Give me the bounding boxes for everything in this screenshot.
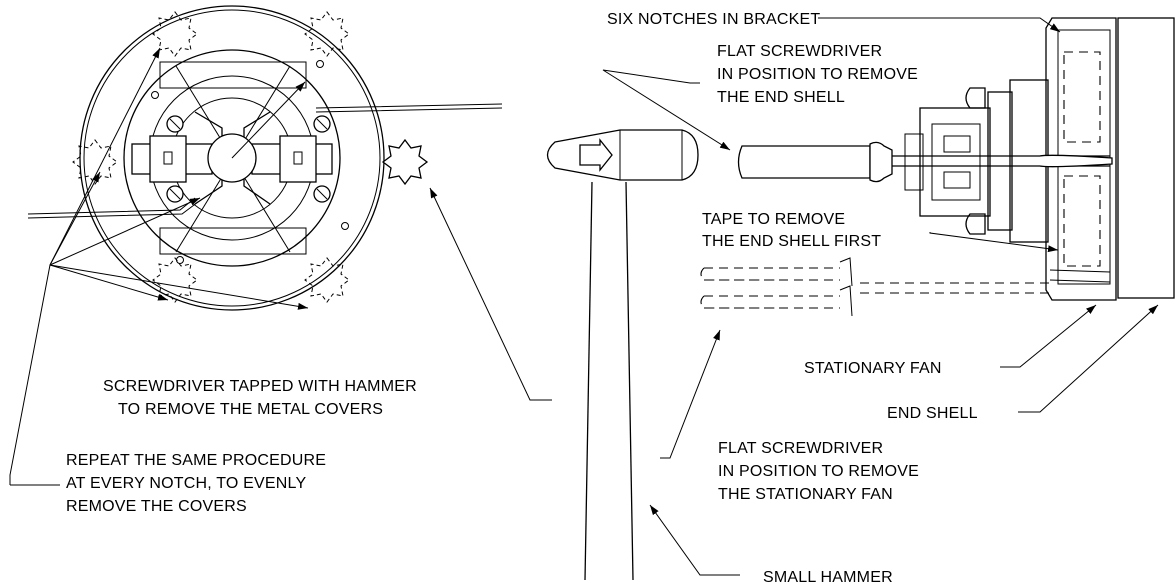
label-sd-fan-1: FLAT SCREWDRIVER — [718, 440, 883, 457]
brush-holder-left — [131, 115, 213, 203]
arrow-right-icon — [579, 138, 613, 172]
notch-marks — [72, 11, 429, 303]
label-sd-end-shell-2: IN POSITION TO REMOVE — [717, 66, 918, 83]
hammer-head — [546, 129, 699, 181]
bracket — [1045, 17, 1117, 301]
label-tape-1: TAPE TO REMOVE — [702, 211, 845, 228]
right-callouts: SIX NOTCHES IN BRACKET FLAT SCREWDRIVER … — [607, 11, 978, 584]
label-tapped-1: SCREWDRIVER TAPPED WITH HAMMER — [103, 378, 417, 395]
label-end-shell: END SHELL — [887, 405, 978, 422]
label-sd-end-shell-3: THE END SHELL — [717, 89, 845, 106]
brush-holder-right — [251, 115, 333, 203]
label-repeat-2: AT EVERY NOTCH, TO EVENLY — [66, 475, 306, 492]
hammer-handle-right — [625, 181, 634, 581]
screwdriver-end-shell — [737, 141, 1113, 183]
right-leaders — [602, 17, 1159, 459]
label-sd-end-shell-1: FLAT SCREWDRIVER — [717, 43, 882, 60]
label-sd-fan-2: IN POSITION TO REMOVE — [718, 463, 919, 480]
end-shell — [1117, 17, 1175, 299]
label-repeat-1: REPEAT THE SAME PROCEDURE — [66, 452, 326, 469]
housing-inner-circle — [83, 9, 381, 307]
wire-right — [315, 103, 503, 113]
tape — [1049, 269, 1111, 283]
motor-end-view — [9, 5, 552, 485]
label-tape-2: THE END SHELL FIRST — [702, 233, 881, 250]
small-hammer — [546, 129, 740, 581]
label-six-notches: SIX NOTCHES IN BRACKET — [607, 11, 820, 28]
label-small-hammer: SMALL HAMMER — [763, 569, 893, 584]
frame-top — [159, 61, 307, 89]
screwdriver-stationary-fan-dashed — [700, 257, 1050, 317]
housing-outer-circle — [79, 5, 385, 311]
frame-bottom — [159, 227, 307, 255]
label-stationary-fan: STATIONARY FAN — [804, 360, 942, 377]
label-repeat-3: REMOVE THE COVERS — [66, 498, 247, 515]
brush-assembly — [919, 107, 991, 217]
motor-side-view — [700, 17, 1175, 317]
label-sd-fan-3: THE STATIONARY FAN — [718, 486, 893, 503]
label-tapped-2: TO REMOVE THE METAL COVERS — [118, 401, 383, 418]
left-callouts: SCREWDRIVER TAPPED WITH HAMMER TO REMOVE… — [10, 378, 417, 515]
hammer-handle-left — [584, 181, 593, 581]
bracket-ring — [123, 49, 341, 267]
